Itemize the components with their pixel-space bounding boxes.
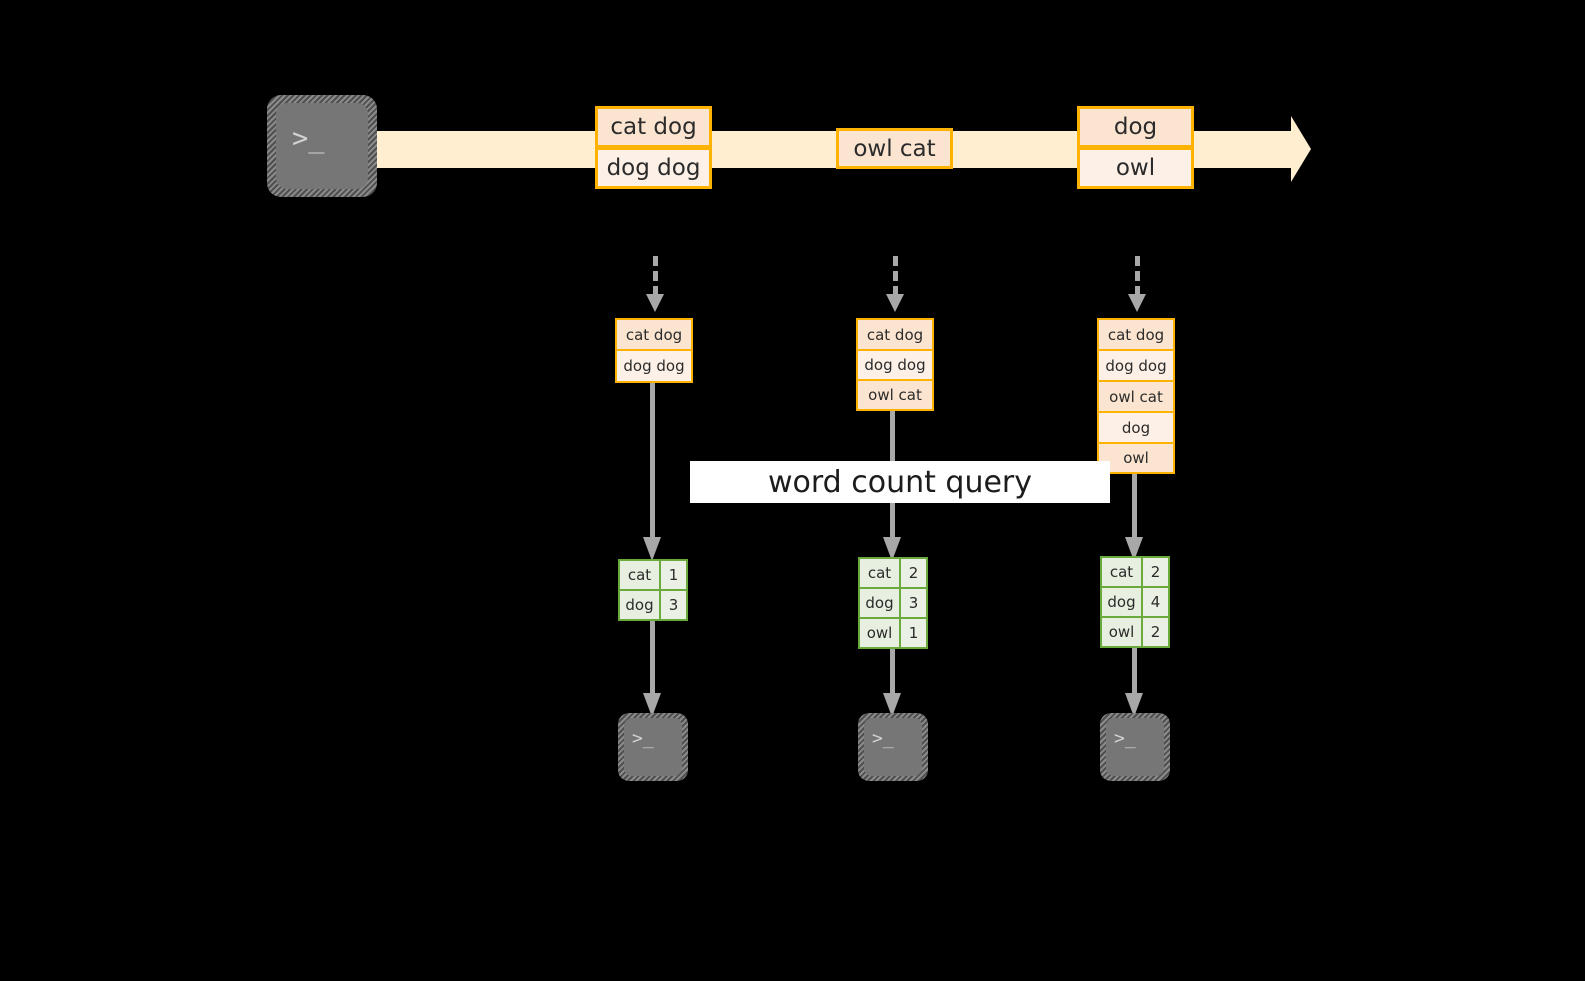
stream-to-snapshot-1-arrow — [646, 256, 664, 318]
terminal-screen — [864, 718, 922, 776]
snapshot-2-sink-arrow — [883, 649, 901, 717]
snapshot-2-row: owl cat — [858, 381, 932, 409]
snapshot-3-row: owl cat — [1099, 382, 1173, 413]
snapshot-1-input-stack: cat dog dog dog — [615, 318, 693, 383]
table-cell-word: cat — [1102, 558, 1143, 586]
terminal-screen — [1106, 718, 1164, 776]
table-row: cat 1 — [620, 561, 686, 591]
event-stream-arrowhead — [1291, 116, 1311, 182]
snapshot-2-row: dog dog — [858, 351, 932, 381]
table-row: cat 2 — [860, 559, 926, 589]
snapshot-1-row: cat dog — [617, 320, 691, 351]
table-row: owl 1 — [860, 619, 926, 647]
snapshot-2-input-stack: cat dog dog dog owl cat — [856, 318, 934, 411]
source-terminal[interactable]: >_ — [267, 95, 377, 197]
stream-to-snapshot-2-arrow — [886, 256, 904, 318]
snapshot-1-result-table: cat 1 dog 3 — [618, 559, 688, 621]
snapshot-3-row: dog — [1099, 413, 1173, 444]
table-cell-count: 2 — [901, 559, 926, 587]
table-cell-count: 3 — [661, 591, 686, 619]
snapshot-2-sink-terminal[interactable]: >_ — [858, 713, 928, 781]
query-label-banner: word count query — [690, 461, 1110, 503]
snapshot-3-result-table: cat 2 dog 4 owl 2 — [1100, 556, 1170, 648]
terminal-screen — [624, 718, 682, 776]
prompt-glyph: >_ — [632, 728, 654, 749]
table-cell-count: 3 — [901, 589, 926, 617]
table-cell-count: 2 — [1143, 558, 1168, 586]
terminal-screen — [276, 103, 368, 189]
snapshot-3-sink-terminal[interactable]: >_ — [1100, 713, 1170, 781]
table-row: dog 3 — [620, 591, 686, 619]
stream-batch-3-line-1: dog — [1077, 106, 1194, 148]
stream-batch-3-line-2: owl — [1077, 147, 1194, 189]
table-cell-count: 2 — [1143, 618, 1168, 646]
snapshot-2-result-table: cat 2 dog 3 owl 1 — [858, 557, 928, 649]
table-row: cat 2 — [1102, 558, 1168, 588]
table-cell-word: owl — [860, 619, 901, 647]
snapshot-3-query-arrow — [1125, 474, 1143, 561]
table-cell-word: owl — [1102, 618, 1143, 646]
table-cell-word: dog — [620, 591, 661, 619]
table-cell-word: cat — [620, 561, 661, 589]
table-cell-count: 1 — [661, 561, 686, 589]
snapshot-2-row: cat dog — [858, 320, 932, 351]
table-cell-count: 1 — [901, 619, 926, 647]
table-row: owl 2 — [1102, 618, 1168, 646]
stream-batch-1-line-1: cat dog — [595, 106, 712, 148]
snapshot-3-row: cat dog — [1099, 320, 1173, 351]
snapshot-3-row: dog dog — [1099, 351, 1173, 382]
snapshot-1-sink-terminal[interactable]: >_ — [618, 713, 688, 781]
table-cell-word: dog — [860, 589, 901, 617]
stream-batch-1-line-2: dog dog — [595, 147, 712, 189]
table-row: dog 3 — [860, 589, 926, 619]
table-row: dog 4 — [1102, 588, 1168, 618]
table-cell-count: 4 — [1143, 588, 1168, 616]
snapshot-1-row: dog dog — [617, 351, 691, 381]
prompt-glyph: >_ — [292, 123, 325, 154]
prompt-glyph: >_ — [1114, 728, 1136, 749]
stream-to-snapshot-3-arrow — [1128, 256, 1146, 318]
snapshot-1-query-arrow — [643, 383, 661, 561]
snapshot-1-sink-arrow — [643, 621, 661, 717]
stream-batch-2-line-1: owl cat — [836, 128, 953, 169]
table-cell-word: cat — [860, 559, 901, 587]
prompt-glyph: >_ — [872, 728, 894, 749]
table-cell-word: dog — [1102, 588, 1143, 616]
snapshot-3-row: owl — [1099, 444, 1173, 472]
snapshot-3-input-stack: cat dog dog dog owl cat dog owl — [1097, 318, 1175, 474]
snapshot-3-sink-arrow — [1125, 648, 1143, 717]
